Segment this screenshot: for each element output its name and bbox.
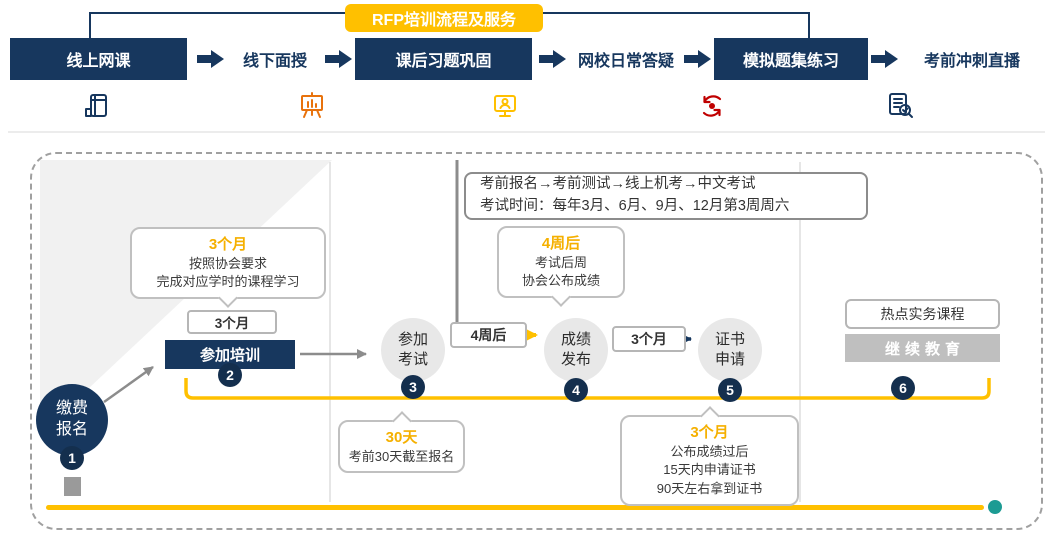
hot-courses-box: 热点实务课程 bbox=[845, 299, 1000, 329]
deadline-callout-title: 30天 bbox=[385, 429, 418, 446]
offline-class-icon bbox=[296, 90, 328, 122]
attend-training-box: 参加培训 bbox=[165, 340, 295, 369]
certificate-callout: 3个月 公布成绩过后 15天内申请证书 90天左右拿到证书 bbox=[620, 406, 799, 507]
results-callout-title: 4周后 bbox=[541, 235, 581, 252]
certificate-callout-title: 3个月 bbox=[690, 424, 729, 441]
payment-registration-circle: 缴费 报名 bbox=[36, 384, 108, 456]
results-callout: 4周后 考试后周 协会公布成绩 bbox=[497, 226, 625, 308]
step-live-sprint: 考前冲刺直播 bbox=[923, 53, 1020, 70]
step-offline-class: 线下面授 bbox=[242, 53, 307, 70]
take-exam-circle: 参加 考试 bbox=[381, 318, 445, 382]
arrow-head bbox=[885, 50, 898, 68]
arrow-shaft bbox=[539, 55, 553, 63]
arrow-shaft bbox=[871, 55, 885, 63]
arrow-head bbox=[211, 50, 224, 68]
results-release-circle: 成绩 发布 bbox=[544, 318, 608, 382]
live-sprint-icon bbox=[884, 90, 916, 122]
arrow-right-icon bbox=[871, 50, 898, 68]
exam-info-box: 考前报名→考前测试→线上机考→中文考试 考试时间：每年3月、6月、9月、12月第… bbox=[464, 172, 868, 220]
arrow-right-icon bbox=[325, 50, 352, 68]
step-online-course: 线上网课 bbox=[10, 38, 187, 80]
training-callout-body: 按照协会要求 完成对应学时的课程学习 bbox=[156, 255, 300, 290]
title-badge: RFP培训流程及服务 bbox=[345, 4, 543, 32]
step-daily-qa: 网校日常答疑 bbox=[577, 53, 674, 70]
start-marker-square bbox=[64, 477, 81, 496]
training-duration-box: 3个月 bbox=[187, 310, 277, 334]
step1-number-badge: 1 bbox=[60, 446, 84, 470]
bracket-line-left bbox=[89, 12, 349, 40]
results-callout-body: 考试后周 协会公布成绩 bbox=[521, 254, 600, 289]
arrow-right-icon bbox=[539, 50, 566, 68]
homework-icon bbox=[489, 90, 521, 122]
step3-number-badge: 3 bbox=[401, 375, 425, 399]
step-mock-practice: 模拟题集练习 bbox=[714, 38, 868, 80]
continuing-education-box: 继续教育 bbox=[845, 334, 1000, 362]
gap-4weeks-box: 4周后 bbox=[450, 322, 527, 348]
icon-strip bbox=[8, 83, 1045, 133]
arrow-right-icon bbox=[197, 50, 224, 68]
step6-number-badge: 6 bbox=[891, 376, 915, 400]
arrow-shaft bbox=[197, 55, 211, 63]
arrow-shaft bbox=[684, 55, 698, 63]
certificate-apply-circle: 证书 申请 bbox=[698, 318, 762, 382]
arrow-head bbox=[698, 50, 711, 68]
arrow-shaft bbox=[325, 55, 339, 63]
certificate-callout-body: 公布成绩过后 15天内申请证书 90天左右拿到证书 bbox=[656, 443, 763, 497]
arrow-head bbox=[339, 50, 352, 68]
bracket-line-right bbox=[540, 12, 810, 40]
training-callout-title: 3个月 bbox=[208, 236, 248, 253]
step2-number-badge: 2 bbox=[218, 363, 242, 387]
step5-number-badge: 5 bbox=[718, 378, 742, 402]
gap-3months-box: 3个月 bbox=[612, 326, 686, 352]
deadline-callout-body: 考前30天截至报名 bbox=[348, 448, 455, 464]
step-homework-review: 课后习题巩固 bbox=[355, 38, 532, 80]
arrow-head bbox=[553, 50, 566, 68]
mock-practice-icon bbox=[696, 90, 728, 122]
deadline-callout: 30天 考前30天截至报名 bbox=[338, 411, 465, 474]
step4-number-badge: 4 bbox=[564, 378, 588, 402]
online-course-icon bbox=[81, 90, 113, 122]
arrow-right-icon bbox=[684, 50, 711, 68]
training-callout: 3个月 按照协会要求 完成对应学时的课程学习 bbox=[130, 227, 326, 309]
